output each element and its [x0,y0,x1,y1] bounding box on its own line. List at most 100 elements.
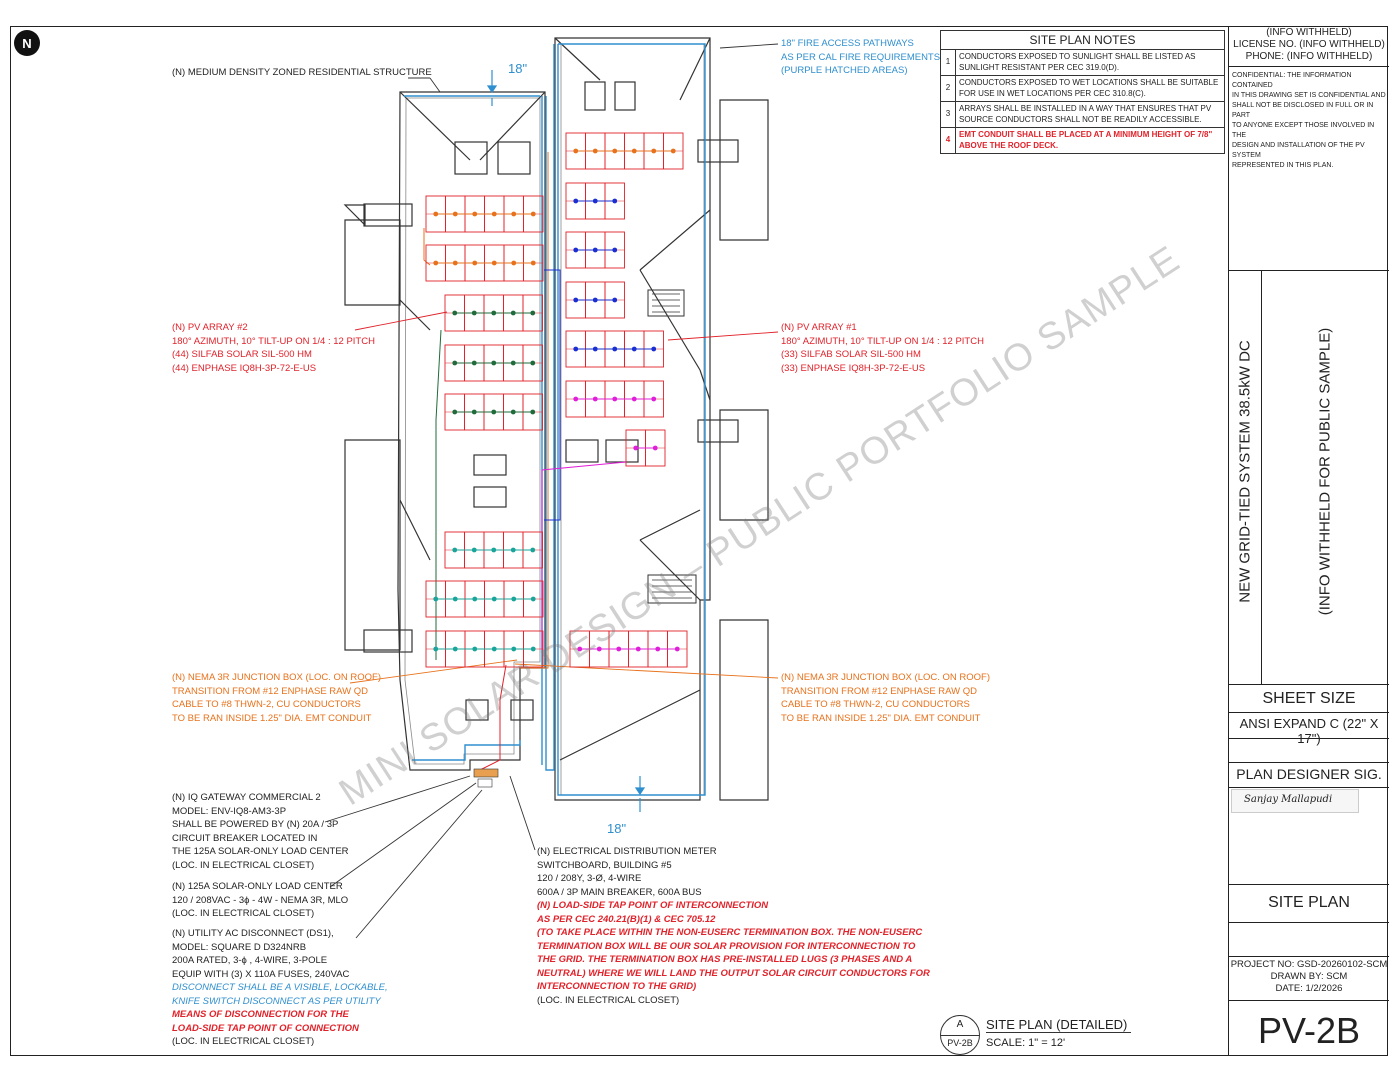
gateway-label: (N) IQ GATEWAY COMMERCIAL 2 MODEL: ENV-I… [172,791,349,872]
dim-bottom-label: 18" [607,821,627,836]
info-line-1: (INFO WITHHELD) [1266,27,1352,38]
jbox-left-line-4: TO BE RAN INSIDE 1.25" DIA. EMT CONDUIT [172,712,372,724]
title-block: (INFO WITHHELD) LICENSE NO. (INFO WITHHE… [1228,26,1389,1056]
notes-title: SITE PLAN NOTES [941,31,1224,50]
detail-letter: A [956,1019,964,1030]
array1-line-3: (33) SILFAB SOLAR SIL-500 HM [781,349,921,360]
note-num: 1 [941,50,956,75]
detail-tag: A PV-2B [940,1015,980,1055]
disconnect-note-1: DISCONNECT SHALL BE A VISIBLE, LOCKABLE, [172,982,388,993]
gateway-line-4: CIRCUIT BREAKER LOCATED IN [172,832,318,844]
drawing-border [10,26,1388,1056]
disconnect-warn-2: LOAD-SIDE TAP POINT OF CONNECTION [172,1022,359,1034]
note-num: 2 [941,76,956,101]
confidential-text: CONFIDENTIAL: THE INFORMATION CONTAINED … [1232,71,1389,171]
note-text: ARRAYS SHALL BE INSTALLED IN A WAY THAT … [959,104,1212,124]
loadcenter-line-1: (N) 125A SOLAR-ONLY LOAD CENTER [172,881,343,892]
designer-sig-label: PLAN DESIGNER SIG. [1236,766,1382,782]
info-line-2: LICENSE NO. (INFO WITHHELD) [1233,39,1385,50]
drawn-by: DRAWN BY: SCM [1270,971,1348,982]
tb-divider [1229,684,1389,685]
fire-path-label: 18" FIRE ACCESS PATHWAYS AS PER CAL FIRE… [781,37,940,78]
detail-sheet: PV-2B [947,1038,973,1048]
meter-line-2: SWITCHBOARD, BUILDING #5 [537,859,672,871]
jbox-right-line-4: TO BE RAN INSIDE 1.25" DIA. EMT CONDUIT [781,712,981,724]
sheet-number: PV-2B [1257,1010,1361,1051]
confidential-line: DESIGN AND INSTALLATION OF THE PV SYSTEM [1232,142,1365,159]
dim-top-label: 18" [508,61,528,76]
tb-divider [1229,922,1389,923]
gateway-line-3: SHALL BE POWERED BY (N) 20A / 3P [172,819,339,830]
disconnect-label: (N) UTILITY AC DISCONNECT (DS1), MODEL: … [172,927,388,1049]
array1-line-1: (N) PV ARRAY #1 [781,322,857,333]
tb-divider [1229,1000,1389,1001]
tb-divider [1229,712,1389,713]
gateway-line-5: THE 125A SOLAR-ONLY LOAD CENTER [172,846,349,857]
detail-title: SITE PLAN (DETAILED) [986,1017,1132,1033]
note-text: EMT CONDUIT SHALL BE PLACED AT A MINIMUM… [959,130,1213,150]
gateway-line-2: MODEL: ENV-IQ8-AM3-3P [172,805,287,817]
fire-path-line-1: 18" FIRE ACCESS PATHWAYS [781,38,914,49]
tb-divider [1229,956,1389,957]
note-text: CONDUCTORS EXPOSED TO SUNLIGHT SHALL BE … [959,52,1196,72]
tb-divider [1229,762,1389,763]
note-text: CONDUCTORS EXPOSED TO WET LOCATIONS SHAL… [959,78,1219,98]
meter-warn-2: AS PER CEC 240.21(B)(1) & CEC 705.12 [537,913,716,925]
jbox-right-line-3: CABLE TO #8 THWN-2, CU CONDUCTORS [781,699,970,710]
detail-scale: SCALE: 1" = 12' [986,1037,1066,1049]
disconnect-loc: (LOC. IN ELECTRICAL CLOSET) [172,1036,315,1047]
jbox-left-line-2: TRANSITION FROM #12 ENPHASE RAW QD [172,685,369,697]
meter-warn-4: TERMINATION BOX WILL BE OUR SOLAR PROVIS… [537,940,916,952]
sheet-name: SITE PLAN [1268,894,1350,911]
jbox-right-line-1: (N) NEMA 3R JUNCTION BOX (LOC. ON ROOF) [781,672,991,683]
note-num: 4 [941,128,956,153]
disconnect-warn-1: MEANS OF DISCONNECTION FOR THE [172,1009,349,1020]
fire-path-line-3: (PURPLE HATCHED AREAS) [781,65,908,76]
loadcenter-line-3: (LOC. IN ELECTRICAL CLOSET) [172,908,315,919]
gateway-line-6: (LOC. IN ELECTRICAL CLOSET) [172,859,315,871]
confidential-line: SHALL NOT BE DISCLOSED IN FULL OR IN PAR… [1232,102,1374,119]
fire-path-center [545,44,555,771]
jbox-left-line-3: CABLE TO #8 THWN-2, CU CONDUCTORS [172,699,361,710]
array2-line-3: (44) SILFAB SOLAR SIL-500 HM [172,349,312,360]
confidential-line: IN THIS DRAWING SET IS CONFIDENTIAL AND [1232,92,1386,99]
pv-array-2-label: (N) PV ARRAY #2 180° AZIMUTH, 10° TILT-U… [172,321,375,375]
info-line-3: PHONE: (INFO WITHHELD) [1245,51,1373,62]
meter-warn-6: NEUTRAL) WHERE WE WILL LAND THE OUTPUT S… [537,967,930,979]
withheld-title: (INFO WITHHELD FOR PUBLIC SAMPLE) [1316,327,1334,616]
note-num: 3 [941,102,956,127]
tb-divider [1229,787,1389,788]
tb-divider [1229,270,1389,271]
north-arrow-label: N [22,35,32,51]
array2-line-4: (44) ENPHASE IQ8H-3P-72-E-US [172,362,317,374]
meter-line-4: 600A / 3P MAIN BREAKER, 600A BUS [537,886,702,898]
confidential-line: TO ANYONE EXCEPT THOSE INVOLVED IN THE [1232,122,1375,139]
meter-label: (N) ELECTRICAL DISTRIBUTION METER SWITCH… [537,845,930,1007]
meter-loc: (LOC. IN ELECTRICAL CLOSET) [537,994,680,1006]
array1-line-4: (33) ENPHASE IQ8H-3P-72-E-US [781,362,926,374]
meter-warn-5: THE GRID. THE TERMINATION BOX HAS PRE-IN… [537,954,913,965]
pv-panels [425,132,688,668]
meter-warn-3: (TO TAKE PLACE WITHIN THE NON-EUSERC TER… [537,927,923,938]
jbox-left-line-1: (N) NEMA 3R JUNCTION BOX (LOC. ON ROOF) [172,672,382,683]
fire-path-line-2: AS PER CAL FIRE REQUIREMENTS [781,51,941,63]
tb-vdivider [1261,270,1262,684]
sheet-size-value: ANSI EXPAND C (22" X 17") [1239,716,1379,746]
junction-box-left-label: (N) NEMA 3R JUNCTION BOX (LOC. ON ROOF) … [172,671,381,725]
loadcenter-line-2: 120 / 208VAC - 3ϕ - 4W - NEMA 3R, MLO [172,894,349,906]
signature-box: Sanjay Mallapudi [1231,789,1359,813]
gateway-line-1: (N) IQ GATEWAY COMMERCIAL 2 [172,792,321,803]
disconnect-line-2: MODEL: SQUARE D D324NRB [172,941,307,953]
system-title: NEW GRID-TIED SYSTEM 38.5kW DC [1236,340,1254,603]
pv-array-1-label: (N) PV ARRAY #1 180° AZIMUTH, 10° TILT-U… [781,321,984,375]
sheet-size-label: SHEET SIZE [1262,690,1356,707]
load-center-label: (N) 125A SOLAR-ONLY LOAD CENTER 120 / 20… [172,880,348,921]
meter-warn-7: INTERCONNECTION TO THE GRID) [537,981,697,992]
array2-line-1: (N) PV ARRAY #2 [172,322,248,333]
project-no: PROJECT NO: GSD-20260102-SCM [1230,959,1388,970]
junction-box-right-label: (N) NEMA 3R JUNCTION BOX (LOC. ON ROOF) … [781,671,990,725]
disconnect-line-4: EQUIP WITH (3) X 110A FUSES, 240VAC [172,968,350,980]
